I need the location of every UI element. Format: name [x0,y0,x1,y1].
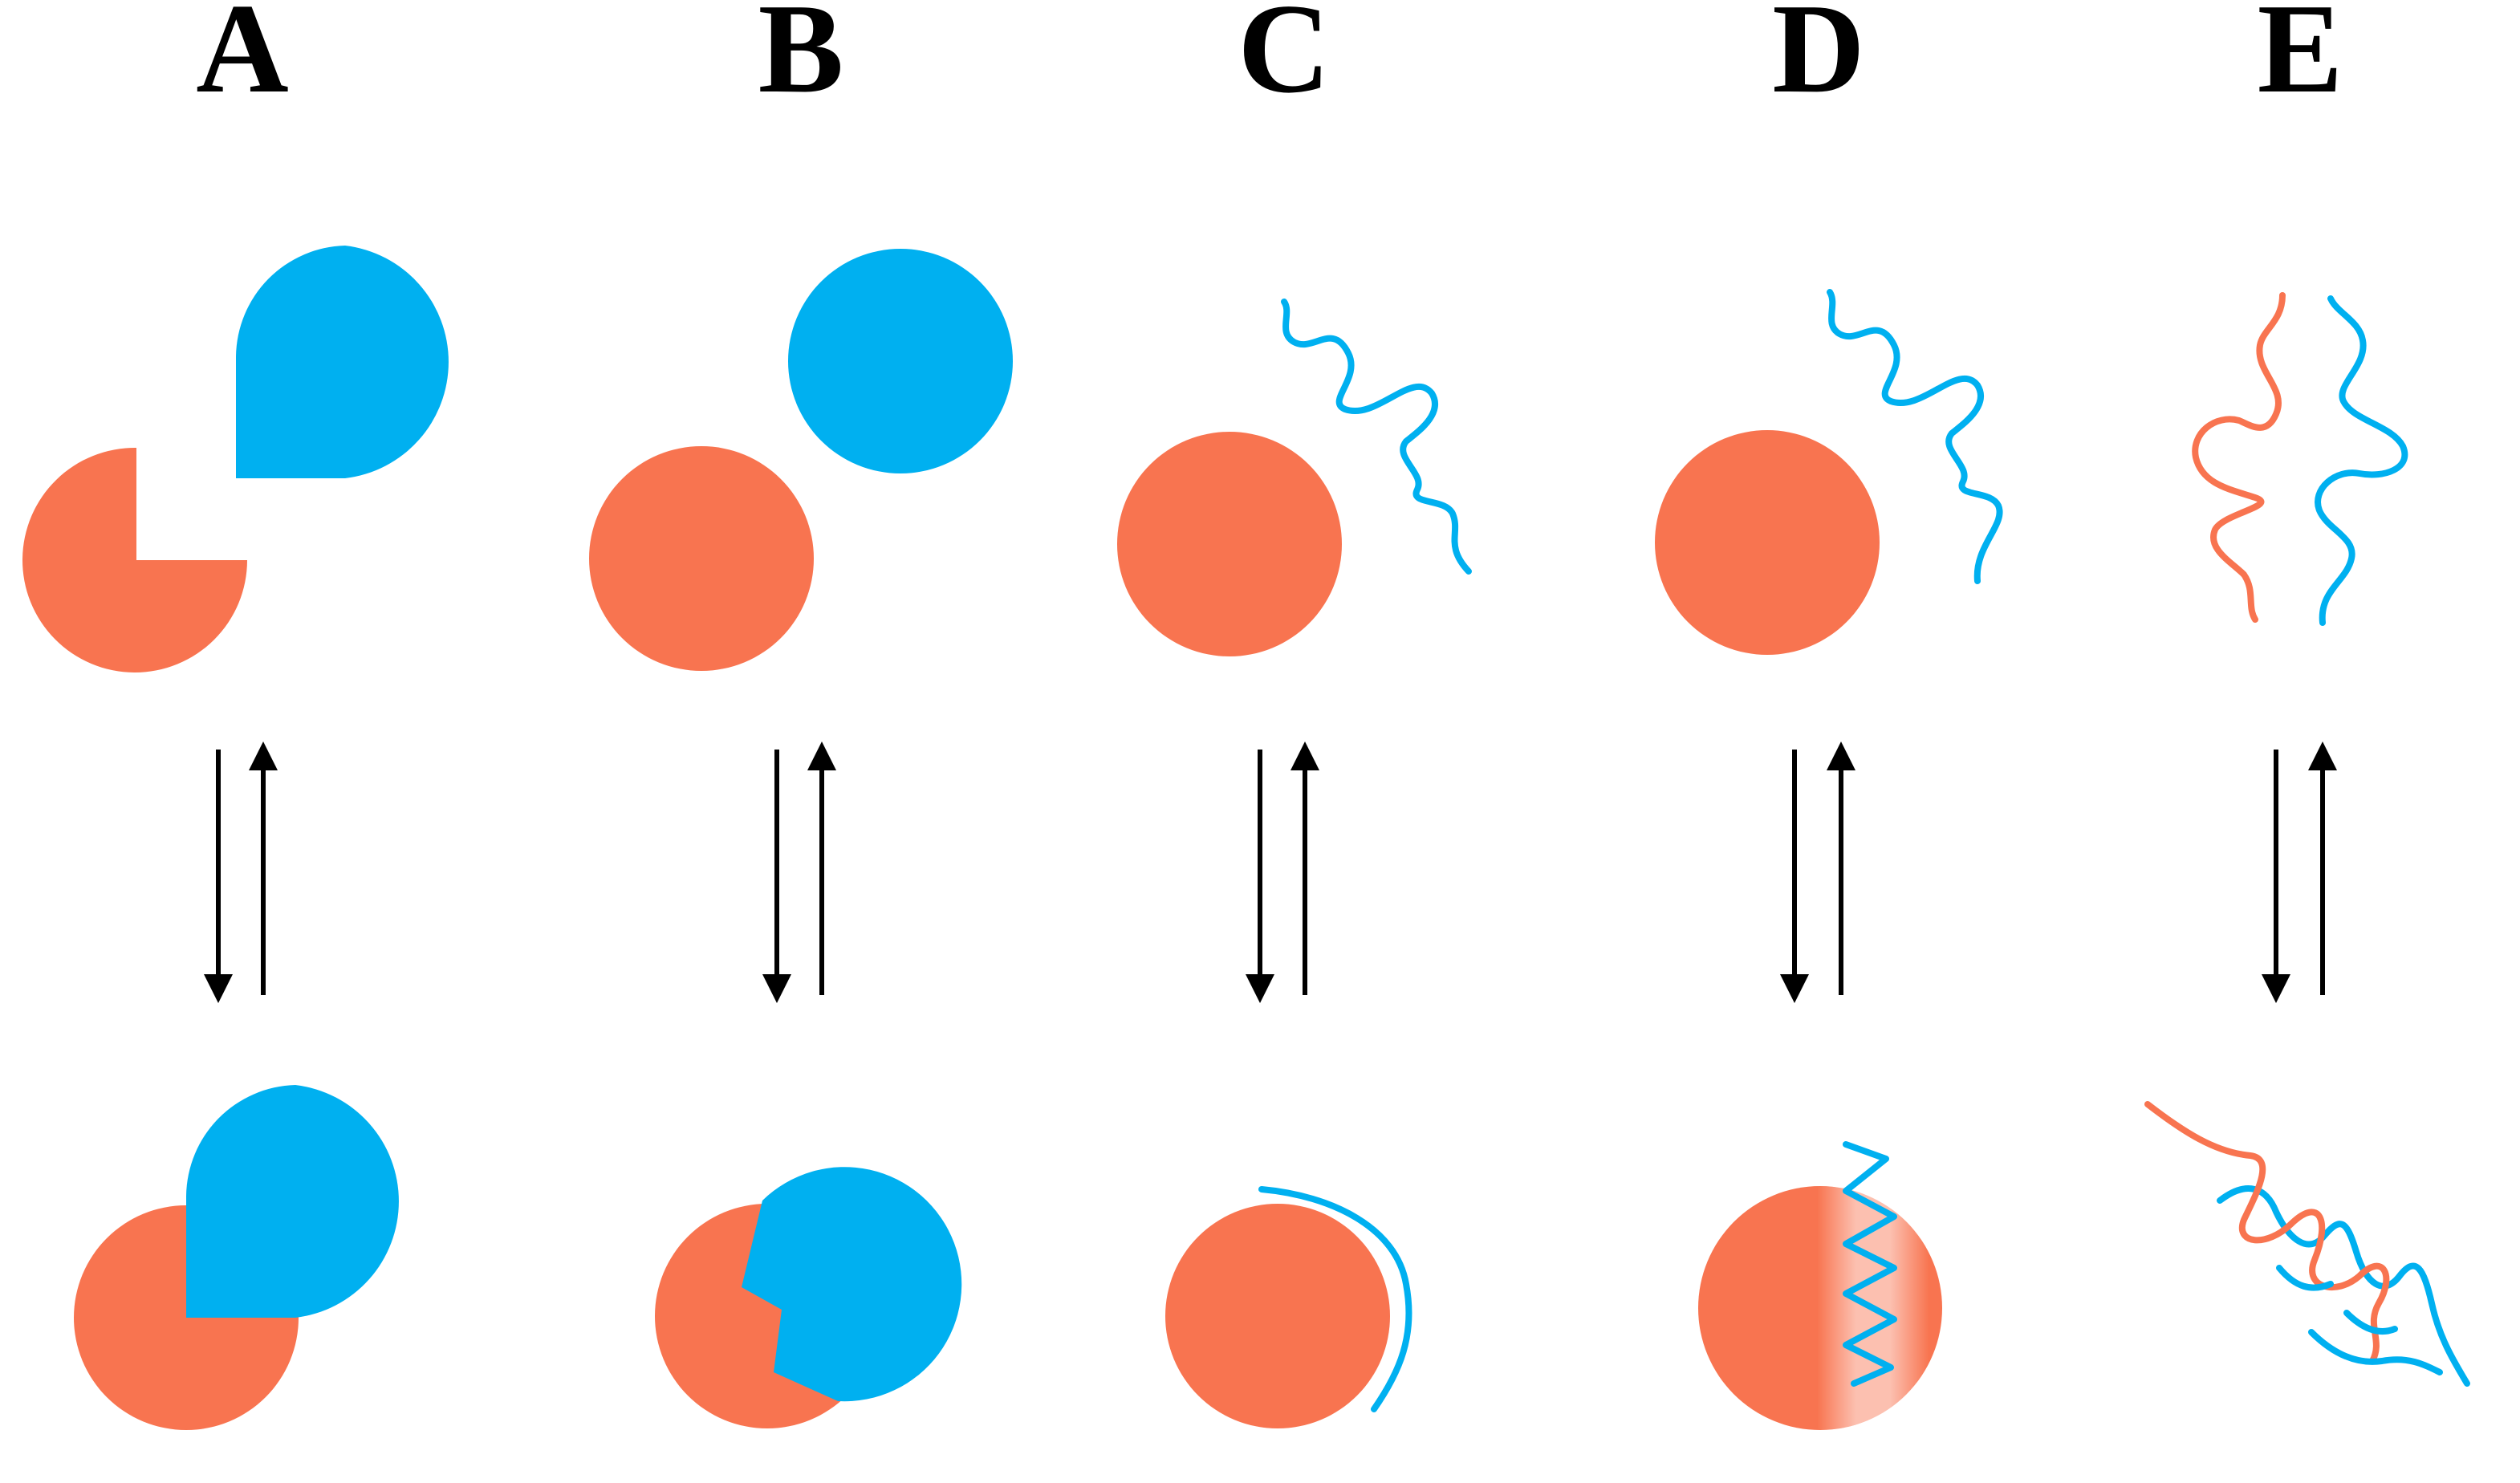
panel-label-b: B [758,0,844,120]
panel-label-a: A [196,0,289,120]
folded-helix-chain [1843,1141,1897,1387]
ligand-fitted-bound [742,1167,962,1402]
notched-receptor-shape [22,447,248,672]
panel-b-unbound [589,249,1013,671]
teardrop-ligand-bound [186,1085,399,1318]
wrapped-chain [1258,1186,1412,1412]
blue-disordered-chain [2315,295,2408,626]
disordered-chain [1281,299,1472,575]
panel-a-unbound [22,246,449,672]
panel-e [2144,292,2470,1387]
disordered-chain [1827,289,2003,584]
panel-b-bound [655,1167,962,1428]
equilibrium-arrows-a [204,742,278,1003]
panel-b [589,249,1013,1428]
panel-a-bound [74,1085,399,1430]
receptor-circle [1117,432,1342,656]
panel-label-c: C [1238,0,1331,120]
panel-e-unbound [2192,292,2408,626]
panel-e-bound [2144,1101,2470,1387]
equilibrium-arrows-d [1780,742,1855,1003]
panel-d [1655,289,2003,1430]
receptor-circle [1655,430,1880,655]
ligand-circle [788,249,1013,473]
panel-label-e: E [2258,0,2343,120]
receptor-circle [589,446,814,671]
panel-c-bound [1165,1186,1412,1428]
panel-d-unbound [1655,289,2003,655]
receptor-circle-bound [1165,1204,1390,1428]
equilibrium-arrows-c [1246,742,1319,1003]
panel-a [22,246,449,1430]
equilibrium-arrows-e [2262,742,2337,1003]
blue-coiled-chain [2217,1185,2470,1387]
panel-label-d: D [1772,0,1865,120]
orange-disordered-chain [2192,292,2286,623]
teardrop-ligand-shape [236,246,449,478]
equilibrium-arrows-b [762,742,836,1003]
orange-coiled-chain [2144,1101,2390,1364]
panel-c-unbound [1117,299,1472,656]
panel-c [1117,299,1472,1428]
panel-d-bound [1698,1141,1942,1430]
blue-coiled-chain-front [2276,1265,2443,1375]
